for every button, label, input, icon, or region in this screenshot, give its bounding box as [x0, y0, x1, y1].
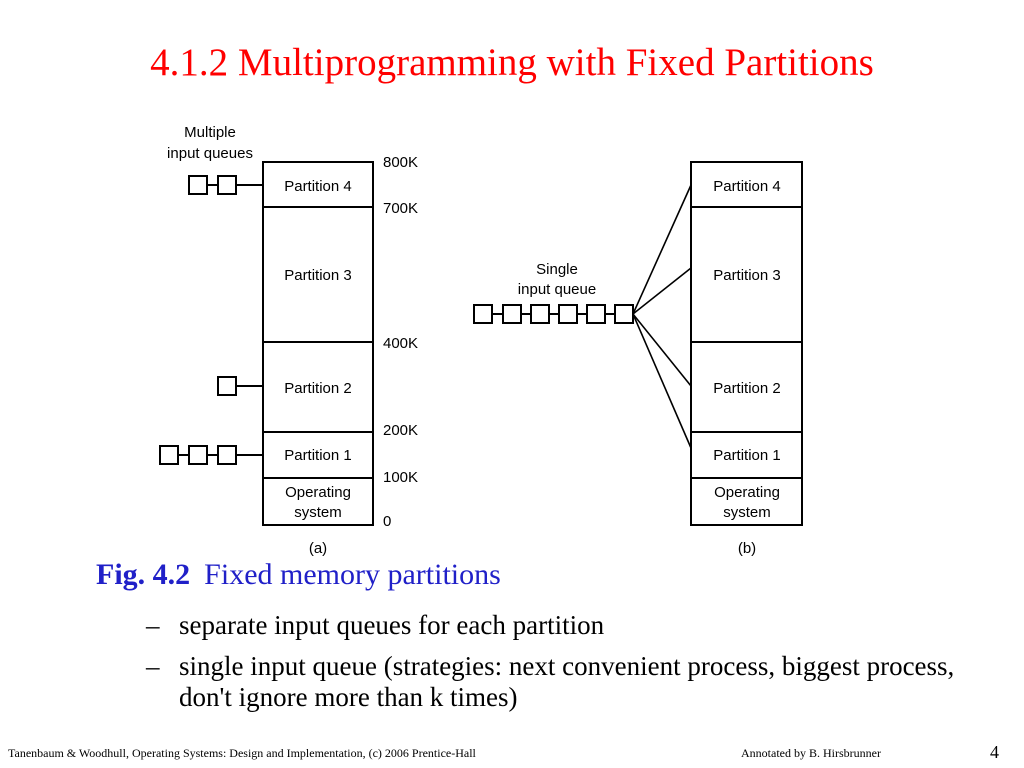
queue-partition-4: [188, 175, 263, 195]
bullet-item: – single input queue (strategies: next c…: [146, 651, 966, 713]
address-0: 0: [383, 513, 391, 530]
figure-caption: Fig. 4.2 Fixed memory partitions: [96, 558, 501, 592]
memory-column-b: [690, 161, 803, 526]
bullet-text: single input queue (strategies: next con…: [179, 651, 955, 712]
os-label-a-line2: system: [294, 504, 342, 521]
queue-partition-1: [159, 445, 263, 465]
os-label-b-line1: Operating: [714, 484, 780, 501]
slide-title: 4.1.2 Multiprogramming with Fixed Partit…: [150, 41, 874, 84]
queue-fanout-lines: [632, 184, 692, 449]
address-700k: 700K: [383, 200, 418, 217]
fixed-partitions-diagram: Multiple input queues Partition 4 Partit…: [159, 124, 803, 557]
partition-2-label-a: Partition 2: [284, 380, 352, 397]
os-label-b-line2: system: [723, 504, 771, 521]
bullet-list: – separate input queues for each partiti…: [146, 610, 966, 723]
address-400k: 400K: [383, 335, 418, 352]
multiple-queues-label-line1: Multiple: [184, 124, 236, 141]
bullet-item: – separate input queues for each partiti…: [146, 610, 966, 641]
single-queue-label-line2: input queue: [518, 281, 596, 298]
page-number: 4: [990, 742, 999, 762]
address-200k: 200K: [383, 422, 418, 439]
partition-2-label-b: Partition 2: [713, 380, 781, 397]
footer-annotation: Annotated by B. Hirsbrunner: [741, 746, 881, 760]
queue-partition-2: [217, 376, 263, 396]
address-100k: 100K: [383, 469, 418, 486]
diagram-b-label: (b): [738, 540, 756, 557]
footer-citation: Tanenbaum & Woodhull, Operating Systems:…: [8, 746, 476, 760]
partition-4-label-a: Partition 4: [284, 178, 352, 195]
partition-1-label-b: Partition 1: [713, 447, 781, 464]
partition-3-label-b: Partition 3: [713, 267, 781, 284]
diagram-a-label: (a): [309, 540, 327, 557]
partition-1-label-a: Partition 1: [284, 447, 352, 464]
figure-title: Fixed memory partitions: [204, 558, 501, 591]
figure-number: Fig. 4.2: [96, 558, 191, 591]
multiple-queues-label-line2: input queues: [167, 145, 253, 162]
partition-3-label-a: Partition 3: [284, 267, 352, 284]
single-input-queue: [473, 304, 634, 324]
memory-column-a: [262, 161, 374, 526]
os-label-a-line1: Operating: [285, 484, 351, 501]
partition-4-label-b: Partition 4: [713, 178, 781, 195]
address-800k: 800K: [383, 154, 418, 171]
bullet-dash: –: [146, 610, 160, 640]
single-queue-label-line1: Single: [536, 261, 578, 278]
bullet-text: separate input queues for each partition: [179, 610, 605, 640]
bullet-dash: –: [146, 651, 160, 681]
